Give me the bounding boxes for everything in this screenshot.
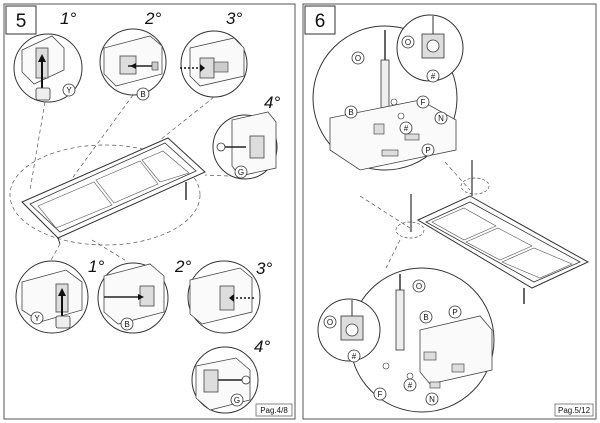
detail-circle-clip-bottom [15, 260, 89, 334]
part-label: # [404, 124, 409, 133]
part-label: Y [66, 86, 72, 95]
part-label: O [416, 282, 422, 291]
part-label: F [421, 98, 426, 107]
part-label: # [431, 72, 436, 81]
sequence-label: 4° [254, 337, 270, 356]
bed-frame-illustration [9, 137, 206, 246]
part-label: P [452, 308, 457, 317]
detail-circle-clip-top [13, 33, 83, 103]
part-label: O [355, 54, 361, 63]
page-number: Pag.5/12 [558, 406, 591, 415]
part-label: B [348, 108, 353, 117]
detail-circle-gas-spring-end [396, 14, 464, 82]
part-label: P [425, 146, 430, 155]
panel-step-5: 5 1° 2° 3° 4° Y B [3, 3, 296, 420]
part-label: O [327, 318, 333, 327]
part-label: G [238, 168, 244, 177]
part-label: # [408, 381, 413, 390]
detail-circle-bolt-fixed-bottom [187, 260, 261, 334]
detail-circle-bolt-fixed [180, 30, 248, 98]
step-number: 5 [16, 11, 27, 32]
part-label: G [234, 396, 240, 405]
part-label: N [429, 395, 435, 404]
bed-frame-illustration [410, 160, 590, 304]
detail-circle-washer [212, 111, 278, 180]
part-label: O [405, 38, 411, 47]
step-number: 6 [315, 11, 326, 32]
panel-step-6: 6 O O # B F # N [302, 3, 597, 420]
sequence-label: 2° [144, 9, 161, 28]
sequence-label: 2° [174, 257, 191, 276]
page-number: Pag.4/8 [260, 406, 288, 415]
part-label: Y [34, 314, 40, 323]
detail-circle-gas-spring-bottom [349, 267, 495, 413]
sequence-label: 1° [60, 9, 76, 28]
sequence-label: 3° [226, 9, 242, 28]
part-label: B [140, 90, 145, 99]
part-label: B [423, 313, 428, 322]
sequence-label: 4° [264, 93, 280, 112]
part-label: F [378, 390, 383, 399]
detail-circle-bolt-insert [99, 28, 167, 96]
part-label: # [352, 352, 357, 361]
sequence-label: 1° [88, 257, 104, 276]
part-label: N [438, 114, 444, 123]
part-label: B [124, 320, 129, 329]
sequence-label: 3° [256, 259, 272, 278]
detail-circle-bolt-insert-bottom [97, 262, 169, 334]
detail-circle-washer-bottom [191, 346, 259, 414]
detail-circle-gas-spring-end-bottom [317, 298, 381, 362]
